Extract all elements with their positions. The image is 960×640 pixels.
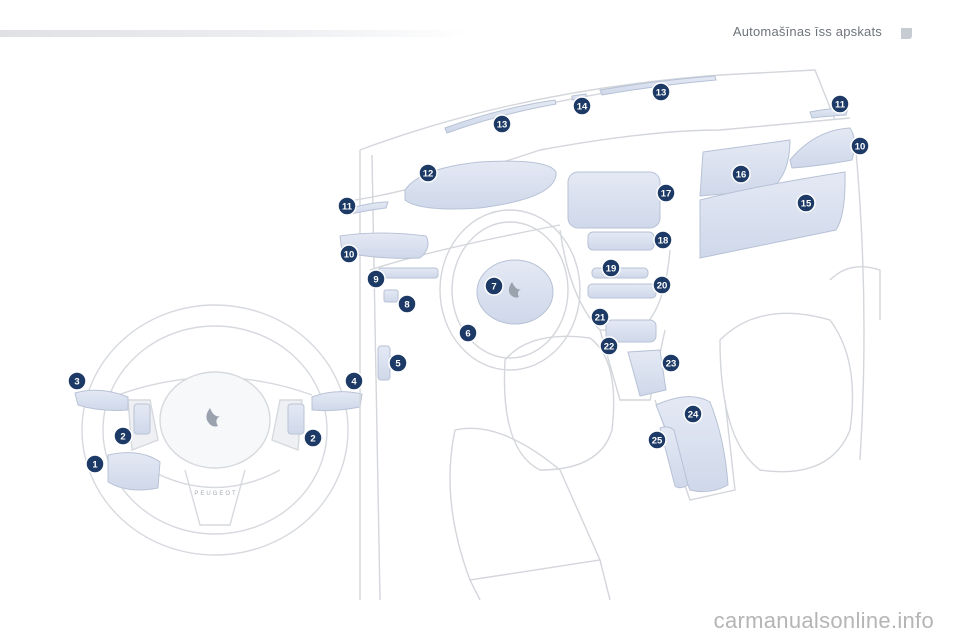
watermark: carmanualsonline.info: [713, 608, 934, 633]
svg-text:20: 20: [657, 281, 668, 292]
svg-text:15: 15: [801, 199, 812, 210]
svg-text:3: 3: [74, 377, 79, 388]
callout-19: 19: [601, 258, 621, 278]
svg-text:11: 11: [835, 100, 846, 111]
wheel-logo-text: PEUGEOT: [194, 491, 237, 497]
callout-11: 11: [337, 196, 357, 216]
callout-2: 2: [113, 426, 133, 446]
callout-22: 22: [599, 336, 619, 356]
wheel-controls-right: [287, 391, 363, 435]
svg-text:4: 4: [351, 377, 357, 388]
callout-13: 13: [492, 114, 512, 134]
callout-25: 25: [647, 430, 667, 450]
callout-14: 14: [572, 96, 592, 116]
svg-text:13: 13: [656, 88, 667, 99]
svg-text:9: 9: [373, 275, 378, 286]
svg-text:2: 2: [310, 434, 315, 445]
svg-text:22: 22: [604, 342, 615, 353]
page-corner-marker: [901, 28, 912, 39]
svg-text:5: 5: [395, 359, 401, 370]
cockpit-airbag: [476, 259, 554, 325]
callout-15: 15: [796, 193, 816, 213]
callout-10: 10: [339, 244, 359, 264]
svg-text:23: 23: [666, 359, 677, 370]
callout-11: 11: [830, 94, 850, 114]
callout-2: 2: [303, 428, 323, 448]
callout-9: 9: [366, 269, 386, 289]
svg-text:24: 24: [688, 410, 699, 421]
svg-text:10: 10: [855, 142, 866, 153]
callout-10: 10: [850, 136, 870, 156]
svg-text:13: 13: [497, 120, 508, 131]
svg-text:21: 21: [595, 313, 606, 324]
callout-16: 16: [731, 164, 751, 184]
wheel-controls-left: [74, 389, 161, 491]
callout-8: 8: [397, 294, 417, 314]
svg-text:8: 8: [404, 300, 409, 311]
svg-text:18: 18: [658, 236, 669, 247]
svg-text:11: 11: [342, 202, 353, 213]
wheel-emblem: [206, 408, 220, 427]
peugeot-lion-icon: [508, 282, 521, 298]
callout-12: 12: [418, 163, 438, 183]
callout-24: 24: [683, 404, 703, 424]
svg-text:1: 1: [92, 460, 98, 471]
svg-text:16: 16: [736, 170, 747, 181]
callout-1: 1: [85, 454, 105, 474]
callout-13: 13: [651, 82, 671, 102]
header-rule: [0, 30, 470, 37]
callout-23: 23: [661, 353, 681, 373]
callout-4: 4: [344, 371, 364, 391]
page-title: Automašīnas īss apskats: [732, 24, 882, 39]
callout-21: 21: [590, 307, 610, 327]
svg-text:2: 2: [120, 432, 125, 443]
svg-text:14: 14: [577, 102, 588, 113]
svg-text:19: 19: [606, 264, 617, 275]
callout-6: 6: [458, 323, 478, 343]
svg-text:25: 25: [652, 436, 663, 447]
callout-18: 18: [653, 230, 673, 250]
callout-badges: 1 2 2 3 4 5 6 7 8 9 10 10 11 11 12 13 13…: [67, 82, 870, 474]
callout-20: 20: [652, 275, 672, 295]
svg-text:12: 12: [423, 169, 434, 180]
svg-text:17: 17: [661, 189, 672, 200]
callout-17: 17: [656, 183, 676, 203]
callout-3: 3: [67, 371, 87, 391]
svg-text:6: 6: [465, 329, 470, 340]
callout-5: 5: [388, 353, 408, 373]
svg-text:10: 10: [344, 250, 355, 261]
highlighted-components: [339, 75, 856, 493]
callout-7: 7: [484, 276, 504, 296]
svg-text:7: 7: [491, 282, 496, 293]
